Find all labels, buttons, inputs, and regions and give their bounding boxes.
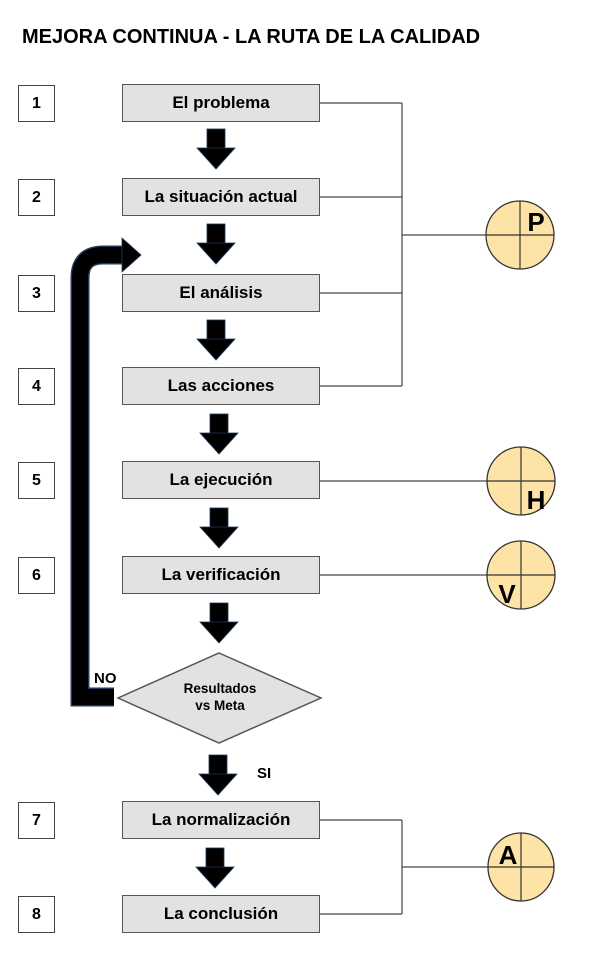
arrow-down-6-decision xyxy=(199,602,239,644)
step-box-normalization: La normalización xyxy=(122,801,320,839)
step-box-verification: La verificación xyxy=(122,556,320,594)
arrow-down-1-2 xyxy=(196,128,236,170)
step-number-5: 5 xyxy=(18,462,55,499)
step-box-analysis: El análisis xyxy=(122,274,320,312)
arrow-down-7-8 xyxy=(195,847,235,889)
decision-line-1: Resultados xyxy=(183,681,257,696)
step-number-3: 3 xyxy=(18,275,55,312)
page-title: MEJORA CONTINUA - LA RUTA DE LA CALIDAD xyxy=(22,26,481,48)
phase-letter-v: V xyxy=(498,579,516,609)
arrow-down-decision-7 xyxy=(198,754,238,796)
decision-diamond xyxy=(116,652,323,744)
step-number-2: 2 xyxy=(18,179,55,216)
decision-line-2: vs Meta xyxy=(195,698,245,713)
step-box-actions: Las acciones xyxy=(122,367,320,405)
step-number-4: 4 xyxy=(18,368,55,405)
step-box-execution: La ejecución xyxy=(122,461,320,499)
phase-circle-a xyxy=(487,832,555,902)
step-number-1: 1 xyxy=(18,85,55,122)
plan-bracket xyxy=(320,102,486,387)
phase-circle-p xyxy=(485,200,555,270)
decision-label: Resultados vs Meta xyxy=(150,680,290,714)
phase-letter-p: P xyxy=(527,207,544,237)
step-number-8: 8 xyxy=(18,896,55,933)
yes-label: SI xyxy=(257,765,272,782)
step-number-6: 6 xyxy=(18,557,55,594)
arrow-down-4-5 xyxy=(199,413,239,455)
no-label: NO xyxy=(94,670,117,687)
step-box-problem: El problema xyxy=(122,84,320,122)
phase-letter-a: A xyxy=(499,840,518,870)
step-number-7: 7 xyxy=(18,802,55,839)
phase-letter-h: H xyxy=(527,485,546,515)
phase-circle-h xyxy=(486,446,556,516)
loop-back-arrow xyxy=(70,237,142,707)
arrow-down-5-6 xyxy=(199,507,239,549)
step-box-current-situation: La situación actual xyxy=(122,178,320,216)
arrow-down-2-3 xyxy=(196,223,236,265)
phase-circle-v xyxy=(486,540,556,610)
step-box-conclusion: La conclusión xyxy=(122,895,320,933)
act-bracket xyxy=(320,819,488,915)
arrow-down-3-4 xyxy=(196,319,236,361)
